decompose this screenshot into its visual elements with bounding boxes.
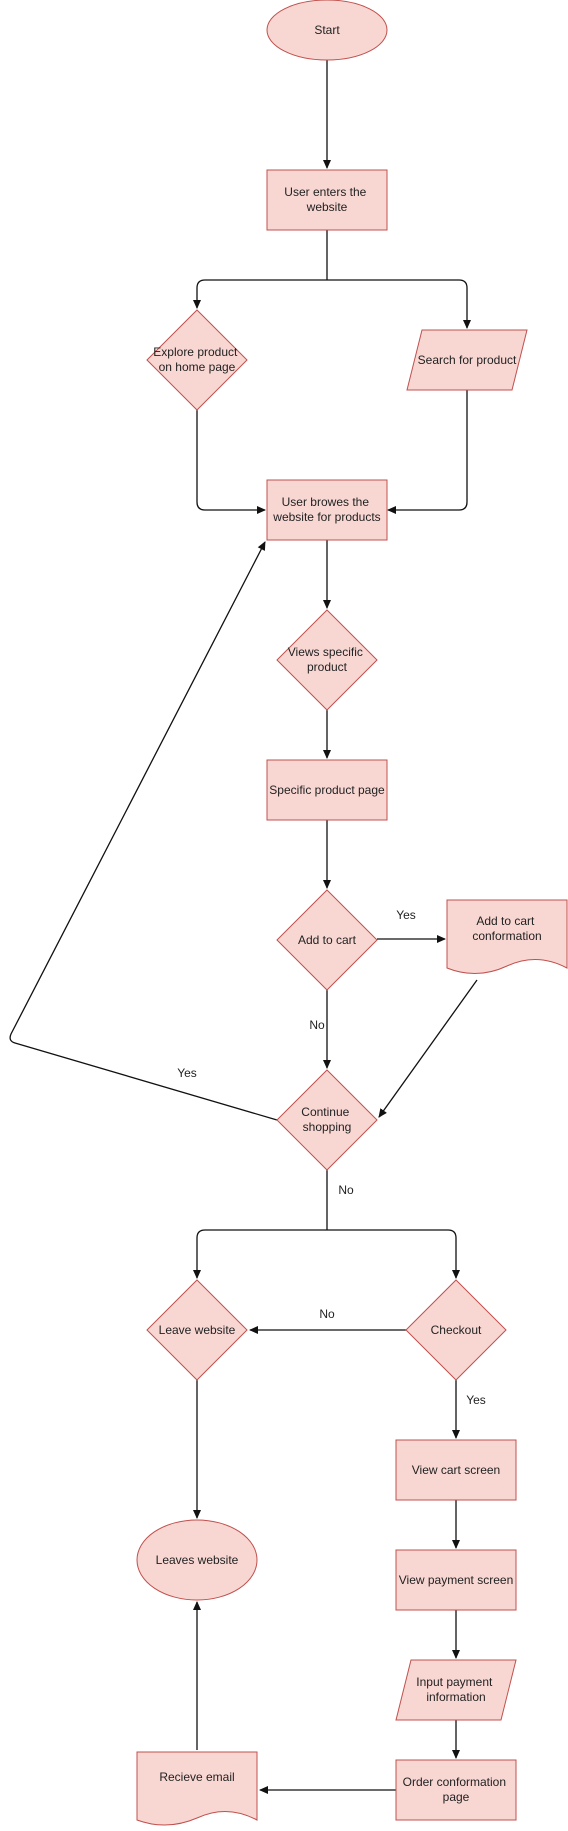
node-label-views: Views specific product xyxy=(288,645,366,674)
node-label-checkout: Checkout xyxy=(431,1323,482,1337)
node-label-orderconf: Order conformation page xyxy=(403,1775,510,1804)
node-label-explore: Explore product on home page xyxy=(153,345,240,374)
edge-explore-browse xyxy=(196,410,266,514)
edge-label-checkout-yes: Yes xyxy=(466,1393,486,1407)
node-label-addconf: Add to cart conformation xyxy=(472,914,541,943)
edge-split-leave xyxy=(193,1229,327,1279)
node-viewcart xyxy=(395,1439,517,1501)
node-search xyxy=(406,329,528,391)
node-start xyxy=(266,0,388,61)
edge-split-checkout xyxy=(327,1229,460,1279)
edge-split-search xyxy=(327,279,471,329)
node-label-search: Search for product xyxy=(418,353,517,367)
node-label-inputpay: Input payment information xyxy=(416,1675,495,1704)
node-label-leaves: Leaves website xyxy=(156,1553,239,1567)
node-label-start: Start xyxy=(314,23,340,37)
node-label-enter: User enters the website xyxy=(284,185,369,214)
node-email xyxy=(136,1751,258,1826)
node-views xyxy=(276,609,378,711)
node-label-viewcart: View cart screen xyxy=(412,1463,500,1477)
edge-label-checkout-no: No xyxy=(319,1307,335,1321)
node-label-browse: User browes the website for products xyxy=(272,495,380,524)
node-addconf xyxy=(446,899,568,974)
node-orderconf xyxy=(395,1759,517,1821)
edge-label-addcart-yes: Yes xyxy=(396,908,416,922)
edge-search-browse xyxy=(387,390,468,514)
node-label-leave: Leave website xyxy=(159,1323,236,1337)
node-label-continue: Continue shopping xyxy=(301,1105,352,1134)
node-leaves xyxy=(136,1519,258,1601)
edge-label-addcart-no: No xyxy=(309,1018,325,1032)
edge-continue-browse xyxy=(9,541,278,1121)
node-leave xyxy=(146,1279,248,1381)
node-addcart xyxy=(276,889,378,991)
edge-split-explore xyxy=(193,279,327,309)
node-label-page: Specific product page xyxy=(269,783,385,797)
node-explore xyxy=(146,309,248,411)
node-inputpay xyxy=(395,1659,517,1721)
edge-label-continue-no: No xyxy=(338,1183,354,1197)
node-continue xyxy=(276,1069,378,1171)
node-enter xyxy=(266,169,388,231)
edge-addconf-continue xyxy=(378,979,478,1118)
node-checkout xyxy=(405,1279,507,1381)
node-page xyxy=(266,759,388,821)
edge-label-continue-yes: Yes xyxy=(177,1066,197,1080)
node-label-viewpay: View payment screen xyxy=(399,1573,514,1587)
node-browse xyxy=(266,479,388,541)
node-label-email: Recieve email xyxy=(159,1770,234,1784)
node-viewpay xyxy=(395,1549,517,1611)
node-label-addcart: Add to cart xyxy=(298,933,357,947)
